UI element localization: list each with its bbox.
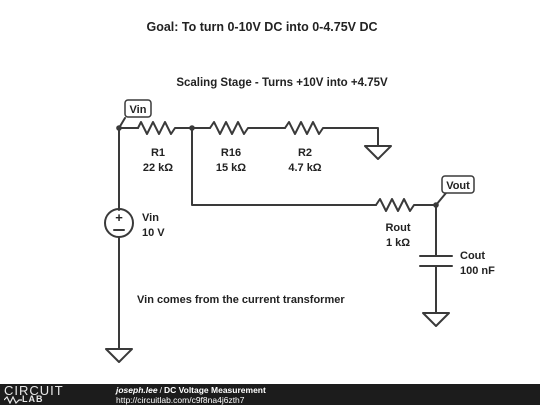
vin-tag-box — [124, 99, 152, 118]
ground-cout-icon — [422, 312, 450, 327]
resistor-r16 — [209, 121, 253, 135]
ground-r2-icon — [364, 145, 392, 160]
project-title[interactable]: DC Voltage Measurement — [163, 385, 266, 395]
cout-value: 100 nF — [460, 265, 495, 277]
author-link[interactable]: joseph.lee — [116, 385, 158, 395]
resistor-r2 — [284, 121, 328, 135]
wire-junction-to-rout — [191, 127, 377, 206]
vout-tag-box — [441, 175, 475, 194]
circuitlab-logo[interactable]: CIRCUIT LAB — [4, 383, 92, 404]
vout-tag-label: Vout — [446, 180, 470, 192]
separator: / — [159, 385, 162, 395]
logo-bottom-text: LAB — [22, 394, 44, 404]
project-url[interactable]: http://circuitlab.com/c9f8na4j6zth7 — [116, 395, 245, 405]
note-text: Vin comes from the current transformer — [137, 294, 345, 306]
schematic-diagram: Goal: To turn 0-10V DC into 0-4.75V DC S… — [104, 20, 495, 363]
diagram-title: Goal: To turn 0-10V DC into 0-4.75V DC — [146, 20, 377, 34]
rout-name: Rout — [385, 222, 410, 234]
footer-bar: CIRCUIT LAB joseph.lee/DC Voltage Measur… — [0, 383, 540, 405]
r2-value: 4.7 kΩ — [288, 162, 321, 174]
r1-value: 22 kΩ — [143, 162, 173, 174]
footer-text: joseph.lee/DC Voltage Measurement http:/… — [116, 385, 266, 405]
vin-tag-pointer — [118, 117, 126, 129]
r16-name: R16 — [221, 147, 241, 159]
logo-top-text: CIRCUIT — [4, 383, 64, 398]
resistor-rout — [375, 198, 419, 212]
vin-source-value: 10 V — [142, 227, 165, 239]
r2-name: R2 — [298, 147, 312, 159]
cout-name: Cout — [460, 250, 485, 262]
vout-tag-pointer — [435, 192, 447, 206]
ground-vin-icon — [105, 348, 133, 363]
vin-source-name: Vin — [142, 212, 159, 224]
r16-value: 15 kΩ — [216, 162, 246, 174]
logo-wave-icon — [4, 396, 22, 404]
vin-tag-label: Vin — [130, 104, 147, 116]
plus-sign: + — [115, 210, 123, 225]
diagram-subtitle: Scaling Stage - Turns +10V into +4.75V — [176, 77, 388, 89]
wire-r2-ground — [326, 127, 379, 147]
r1-name: R1 — [151, 147, 165, 159]
rout-value: 1 kΩ — [386, 237, 410, 249]
resistor-r1 — [137, 121, 179, 135]
